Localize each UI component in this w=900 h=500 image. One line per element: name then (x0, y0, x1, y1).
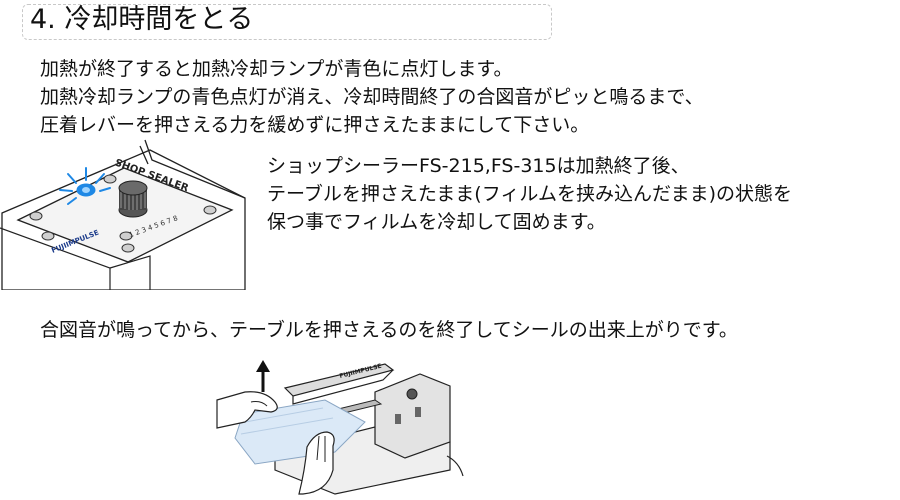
step-header-box (22, 4, 552, 40)
product-note-line: ショップシーラーFS-215,FS-315は加熱終了後、 (267, 155, 690, 177)
control-panel-illustration: 1 2 3 4 5 6 7 8 SHOP SEALER FUJIIMPULSE (0, 139, 246, 290)
control-box (374, 373, 451, 459)
sealer-release-illustration: FUJIIMPULSE (216, 360, 464, 495)
product-note: ショップシーラーFS-215,FS-315は加熱終了後、 テーブルを押さえたまま… (267, 152, 792, 236)
intro-line: 加熱が終了すると加熱冷却ランプが青色に点灯します。 (40, 58, 513, 80)
intro-line: 加熱冷却ランプの青色点灯が消え、冷却時間終了の合図音がピッと鳴るまで、 (40, 86, 704, 108)
intro-paragraph: 加熱が終了すると加熱冷却ランプが青色に点灯します。 加熱冷却ランプの青色点灯が消… (40, 55, 704, 139)
step-title: 4. 冷却時間をとる (30, 4, 254, 35)
left-hand (216, 391, 278, 429)
intro-line: 圧着レバーを押さえる力を緩めずに押さえたままにして下さい。 (40, 114, 590, 136)
power-cord (446, 455, 464, 477)
panel-screws (29, 174, 217, 253)
product-note-line: 保つ事でフィルムを冷却して固めます。 (267, 211, 606, 233)
finish-text: 合図音が鳴ってから、テーブルを押さえるのを終了してシールの出来上がりです。 (40, 319, 738, 341)
timer-dial (118, 180, 148, 218)
cooling-lamp-icon (59, 167, 111, 205)
lever-arm-outline (144, 139, 246, 199)
lift-up-arrow-icon (256, 360, 270, 392)
product-note-line: テーブルを押さえたまま(フィルムを挟み込んだまま)の状態を (267, 183, 792, 205)
